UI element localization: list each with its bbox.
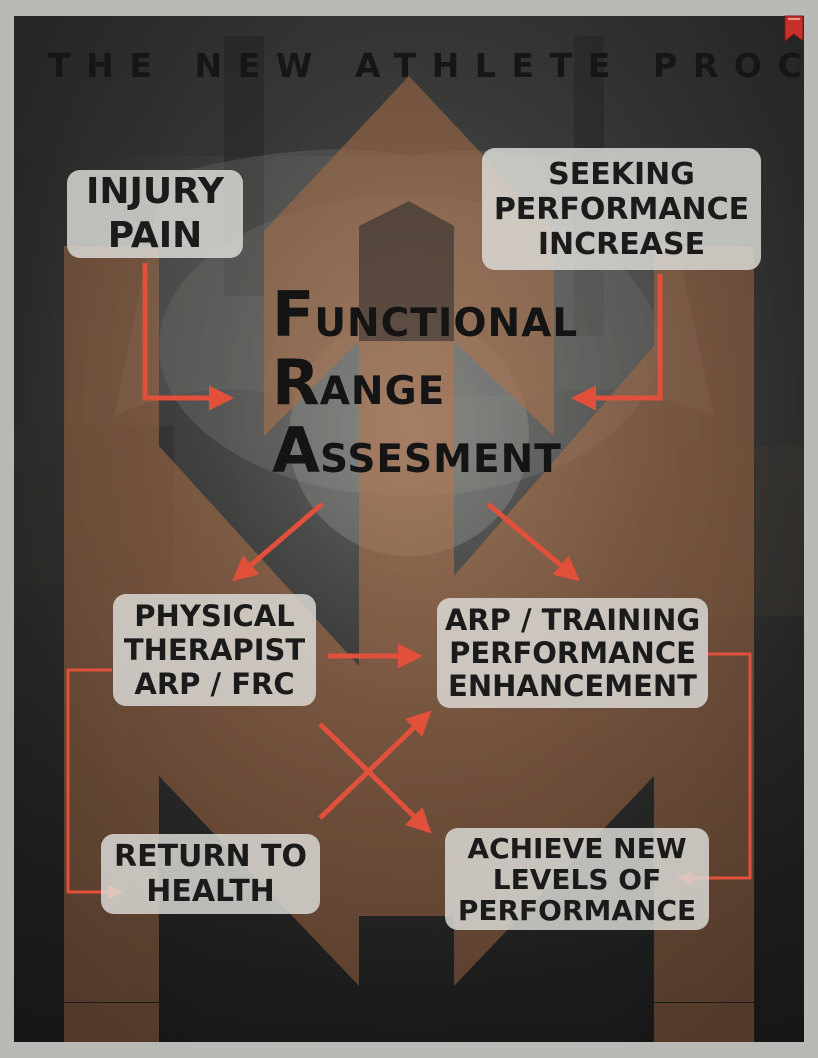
arrow-fra-to-training bbox=[486, 502, 580, 582]
fra-functional: FUNCTIONAL bbox=[272, 284, 578, 346]
return-line-1: RETURN TO bbox=[113, 839, 308, 874]
training-line-2: PERFORMANCE bbox=[449, 635, 696, 670]
seeking-line-2: PERFORMANCE bbox=[493, 191, 750, 227]
arrow-fra-to-therapist bbox=[232, 502, 324, 582]
therapist-line-3: ARP / FRC bbox=[134, 667, 295, 701]
fra-functional-rest: UNCTIONAL bbox=[314, 301, 579, 346]
arrow-therapist-to-achieve bbox=[318, 722, 432, 834]
background-graphic bbox=[14, 16, 804, 1042]
flow-arrows bbox=[66, 263, 752, 900]
fra-assesment-rest: SSESMENT bbox=[319, 437, 562, 482]
poster-title: THE NEW ATHLETE PROCESS bbox=[48, 46, 804, 85]
seeking-performance-box: SEEKING PERFORMANCE INCREASE bbox=[482, 148, 761, 270]
physical-therapist-box: PHYSICAL THERAPIST ARP / FRC bbox=[113, 594, 316, 706]
arrow-therapist-to-return bbox=[66, 668, 123, 900]
fra-range-rest: ANGE bbox=[319, 369, 446, 414]
bookmark-icon[interactable] bbox=[784, 15, 804, 43]
fra-assesment-initial: A bbox=[272, 414, 320, 487]
arrow-return-to-training bbox=[318, 710, 432, 820]
arrow-seeking-to-fra bbox=[571, 274, 663, 411]
fra-functional-initial: F bbox=[272, 278, 315, 351]
therapist-line-2: THERAPIST bbox=[123, 633, 306, 667]
return-to-health-box: RETURN TO HEALTH bbox=[101, 834, 320, 914]
training-line-3: ENHANCEMENT bbox=[448, 668, 697, 703]
fra-assesment: ASSESMENT bbox=[272, 420, 578, 482]
fra-acronym: FUNCTIONAL RANGE ASSESMENT bbox=[272, 284, 578, 482]
training-line-1: ARP / TRAINING bbox=[444, 602, 701, 637]
poster: THE NEW ATHLETE PROCESS bbox=[14, 16, 804, 1042]
training-enhancement-box: ARP / TRAINING PERFORMANCE ENHANCEMENT bbox=[437, 598, 708, 708]
injury-pain-box: INJURY PAIN bbox=[67, 170, 243, 258]
fra-range-initial: R bbox=[272, 346, 320, 419]
return-line-2: HEALTH bbox=[146, 874, 275, 909]
injury-line-2: PAIN bbox=[107, 215, 203, 256]
seeking-line-3: INCREASE bbox=[537, 226, 706, 262]
injury-line-1: INJURY bbox=[86, 171, 224, 212]
fra-range: RANGE bbox=[272, 352, 578, 414]
therapist-line-1: PHYSICAL bbox=[134, 599, 295, 633]
arrow-injury-to-fra bbox=[142, 263, 234, 411]
arrow-training-to-achieve bbox=[677, 652, 752, 886]
bottom-rule bbox=[46, 1002, 770, 1003]
seeking-line-1: SEEKING bbox=[548, 156, 695, 192]
achieve-line-2: LEVELS OF bbox=[492, 862, 662, 896]
achieve-line-1: ACHIEVE NEW bbox=[467, 831, 687, 865]
achieve-line-3: PERFORMANCE bbox=[457, 893, 697, 927]
achieve-new-levels-box: ACHIEVE NEW LEVELS OF PERFORMANCE bbox=[445, 828, 709, 930]
